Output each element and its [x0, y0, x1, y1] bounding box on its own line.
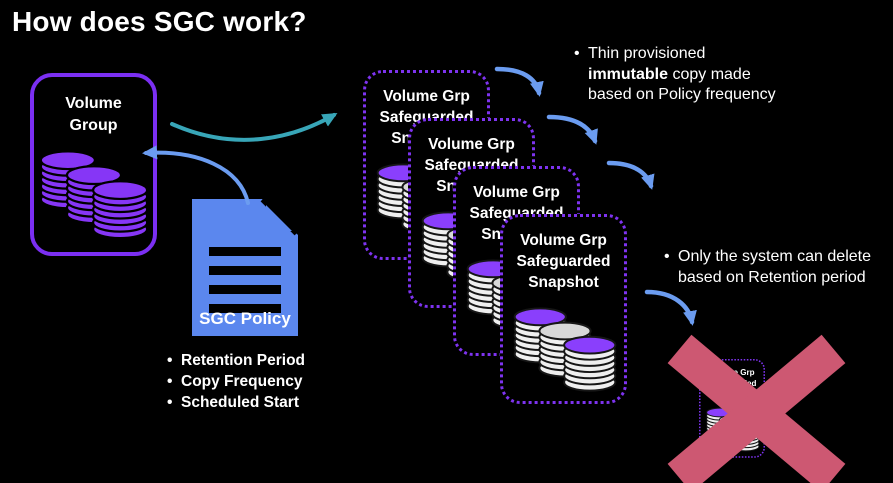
- curved-arrow-icon: [142, 145, 250, 205]
- curved-arrow-icon: [606, 160, 655, 190]
- volume-group-label: Volume Group: [65, 95, 122, 134]
- annotation-thin-provisioned: • Thin provisioned immutable copy made b…: [574, 44, 884, 106]
- curved-arrow-icon: [494, 66, 544, 97]
- annotation-text: Thin provisioned immutable copy made bas…: [588, 45, 776, 103]
- snapshot-box-4: Volume Grp Safeguarded Snapshot: [500, 214, 627, 404]
- snapshot-label: Volume Grp Safeguarded Snapshot: [516, 232, 611, 291]
- annotation-text: Only the system can delete based on Rete…: [678, 248, 871, 286]
- list-item: •Scheduled Start: [167, 394, 299, 411]
- policy-doc-label: SGC Policy: [199, 309, 291, 328]
- list-item: •Copy Frequency: [167, 373, 303, 390]
- snapshot-disks-icon: [512, 299, 618, 393]
- curved-arrow-icon: [170, 113, 338, 142]
- annotation-delete-rule: • Only the system can delete based on Re…: [664, 247, 893, 288]
- x-delete-icon: [667, 334, 845, 483]
- page-title: How does SGC work?: [12, 6, 307, 37]
- curved-arrow-icon: [546, 114, 598, 145]
- volume-group-box: Volume Group: [30, 73, 157, 256]
- document-shape: [192, 199, 298, 336]
- volume-disks-icon: [38, 141, 150, 241]
- policy-document-icon: SGC Policy: [192, 199, 298, 336]
- policy-bullet-list: •Retention Period •Copy Frequency •Sched…: [167, 350, 305, 413]
- curved-arrow-icon: [644, 289, 697, 326]
- list-item: •Retention Period: [167, 352, 306, 369]
